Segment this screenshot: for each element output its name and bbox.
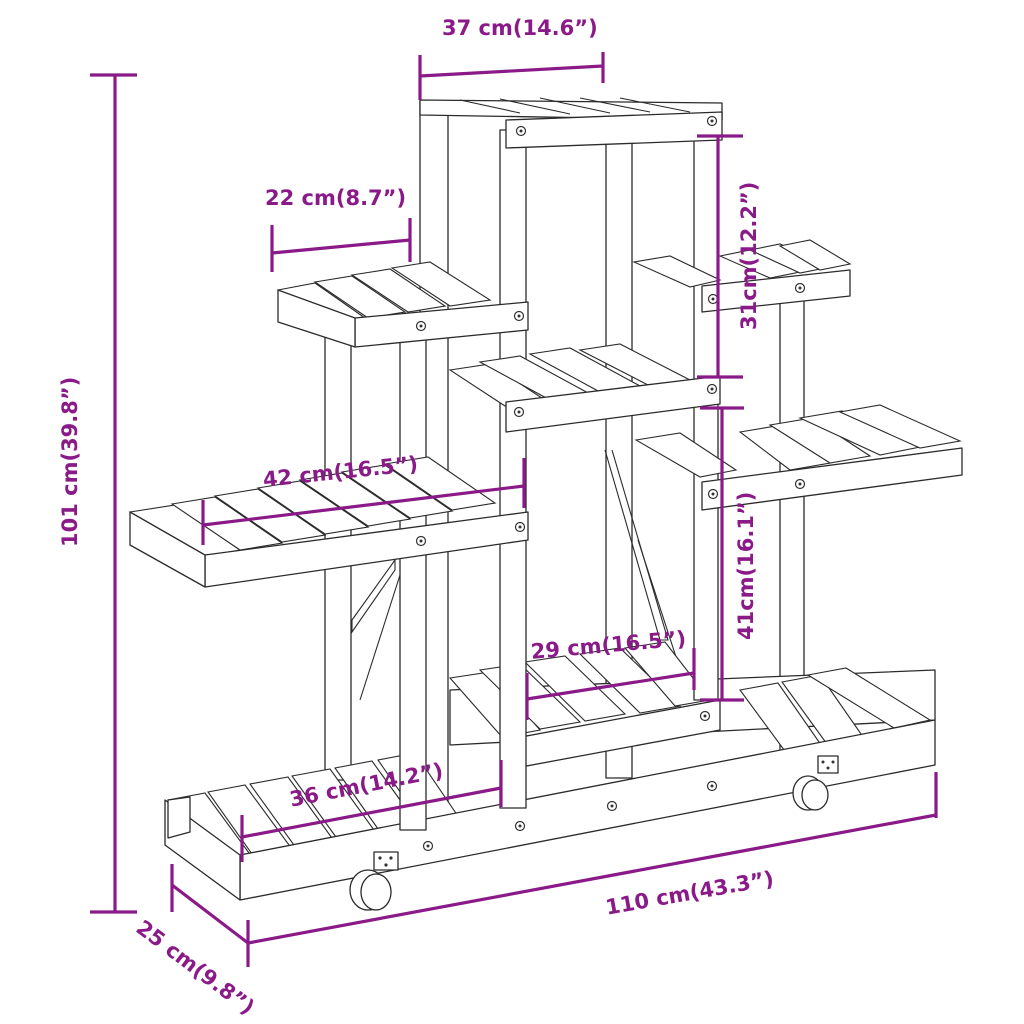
screws-base (422, 780, 718, 852)
left-middle-tier (128, 456, 529, 588)
right-upper-tier (632, 239, 852, 313)
dimension-lines (90, 52, 938, 967)
right-middle-tier (634, 404, 963, 511)
dimension-label-lower-gap: 41cm(16.1”) (734, 491, 758, 640)
caster-wheel-right (792, 755, 839, 811)
top-tier (419, 97, 723, 149)
bottom-slats (167, 667, 932, 876)
dimension-label-total-height: 101 cm(39.8”) (58, 376, 82, 547)
caster-wheel-left (349, 851, 399, 911)
dimension-label-top-width: 37 cm(14.6”) (442, 16, 598, 40)
dimension-label-upper-gap: 31cm(12.2”) (737, 181, 761, 330)
left-upper-tier (276, 261, 529, 348)
lower-center-tier (448, 641, 721, 771)
dimension-label-upper-left-depth: 22 cm(8.7”) (265, 186, 407, 210)
center-middle-tier (448, 343, 721, 433)
